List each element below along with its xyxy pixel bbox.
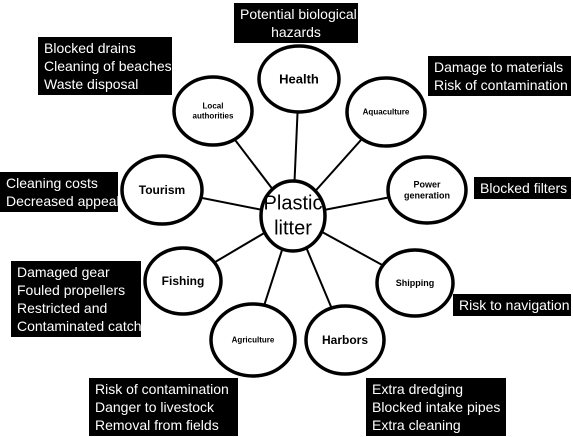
node-shipping-label: Shipping	[396, 278, 435, 288]
node-power-generation-label: Power	[413, 179, 441, 189]
box-local-authorities: Blocked drains Cleaning of beaches Waste…	[38, 37, 172, 95]
node-harbors-circle	[304, 304, 386, 376]
node-fishing: Fishing	[143, 246, 223, 316]
box-line: Waste disposal	[44, 76, 139, 92]
box-tourism: Cleaning costs Decreased appeal	[0, 172, 120, 212]
node-tourism: Tourism	[120, 154, 204, 226]
box-line: Removal from fields	[95, 417, 219, 433]
node-local-authorities-circle	[172, 75, 254, 147]
node-health: Health	[257, 44, 341, 114]
box-line: Cleaning of beaches	[44, 58, 172, 74]
box-line: Damaged gear	[17, 264, 110, 280]
box-line: Blocked intake pipes	[372, 399, 501, 415]
node-harbors-label: Harbors	[322, 333, 368, 347]
box-line: Extra dredging	[372, 381, 464, 397]
node-local-authorities-label: Local	[203, 102, 224, 111]
box-line: Damage to materials	[434, 59, 564, 75]
box-fishing: Damaged gear Fouled propellers Restricte…	[11, 261, 142, 337]
box-line: Fouled propellers	[17, 282, 126, 298]
box-agriculture: Risk of contamination Danger to livestoc…	[89, 378, 238, 436]
box-power-generation: Blocked filters	[474, 177, 571, 199]
box-line: Blocked filters	[480, 180, 568, 196]
node-fishing-circle	[143, 246, 223, 316]
box-harbors: Extra dredging Blocked intake pipes Extr…	[366, 378, 506, 436]
node-shipping: Shipping	[375, 248, 455, 318]
node-local-authorities-label: authorities	[193, 112, 234, 121]
node-plastic-litter-circle	[259, 179, 327, 253]
box-line: Potential biological	[240, 6, 357, 22]
box-line: Cleaning costs	[6, 175, 98, 191]
node-tourism-circle	[120, 154, 204, 226]
node-power-generation-circle	[386, 155, 468, 225]
node-aquaculture-label: Aquaculture	[363, 108, 410, 117]
node-tourism-label: Tourism	[139, 183, 185, 197]
box-aquaculture: Damage to materials Risk of contaminatio…	[428, 56, 571, 96]
node-shipping-circle	[375, 248, 455, 318]
box-line: Danger to livestock	[95, 399, 215, 415]
node-fishing-label: Fishing	[162, 274, 205, 288]
node-power-generation: Power generation	[386, 155, 468, 225]
node-agriculture-label: Agriculture	[232, 336, 275, 345]
node-agriculture-circle	[209, 302, 297, 378]
node-health-label: Health	[279, 72, 319, 87]
node-plastic-litter-label: litter	[274, 218, 312, 240]
box-line: hazards	[271, 24, 321, 40]
box-line: Risk of contamination	[95, 381, 229, 397]
node-health-circle	[257, 44, 341, 114]
box-shipping: Risk to navigation	[453, 294, 571, 316]
node-harbors: Harbors	[304, 304, 386, 376]
box-line: Decreased appeal	[6, 193, 120, 209]
node-plastic-litter: Plastic litter	[259, 179, 327, 253]
box-line: Contaminated catch	[17, 318, 142, 334]
box-health: Potential biological hazards	[234, 3, 358, 43]
box-line: Risk of contamination	[434, 77, 568, 93]
box-line: Risk to navigation	[459, 297, 570, 313]
node-agriculture: Agriculture	[209, 302, 297, 378]
node-aquaculture: Aquaculture	[345, 76, 427, 148]
box-line: Blocked drains	[44, 40, 136, 56]
node-plastic-litter-label: Plastic	[264, 193, 323, 215]
node-aquaculture-circle	[345, 76, 427, 148]
node-power-generation-label: generation	[404, 191, 450, 201]
box-line: Restricted and	[17, 300, 108, 316]
box-line: Extra cleaning	[372, 417, 461, 433]
